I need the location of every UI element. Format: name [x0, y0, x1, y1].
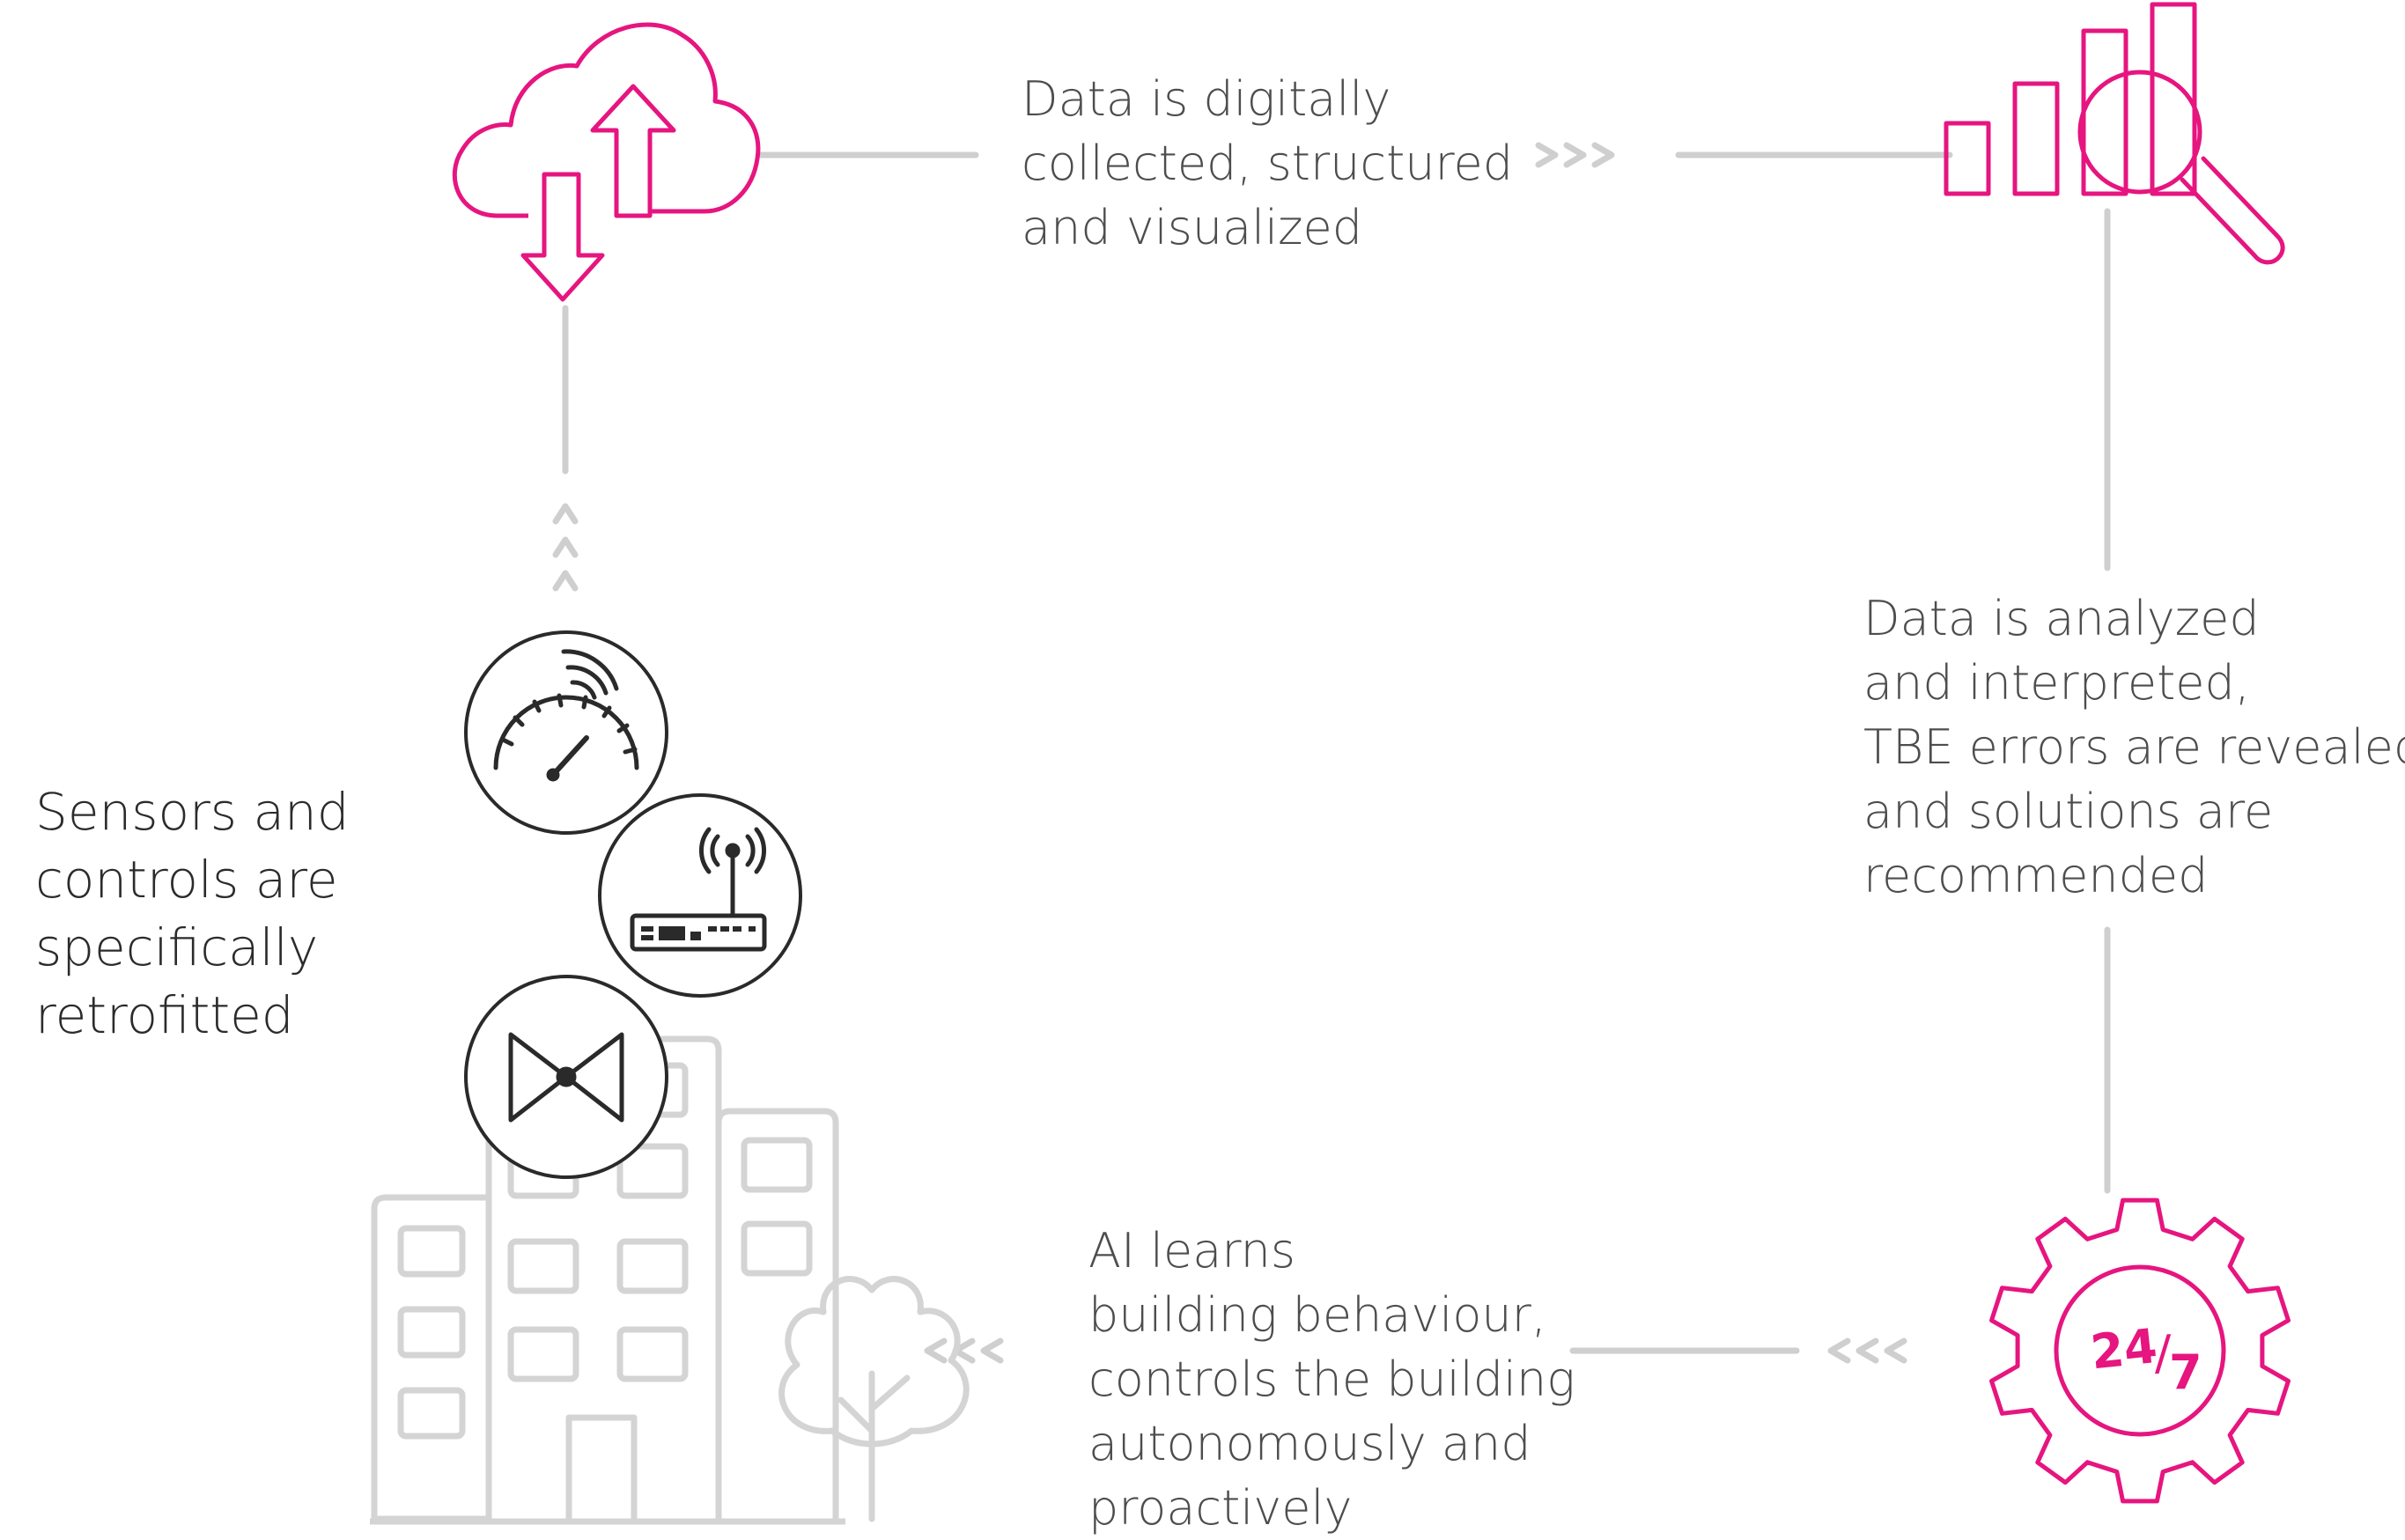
cloud-upload-download-icon	[452, 22, 761, 302]
valve-icon	[508, 1032, 624, 1123]
step-analyze-line: Data is analyzed	[1863, 591, 2260, 646]
step-analyze-line: TBE errors are revealed	[1863, 719, 2405, 775]
step-collect-line: Data is digitally	[1022, 71, 1391, 127]
step-collect-line: and visualized	[1022, 200, 1363, 255]
gear-7-label: 7	[2169, 1345, 2202, 1400]
step-ai-text: AI learns building behaviour, controls t…	[1088, 1219, 1575, 1540]
step-ai-line: autonomously and	[1088, 1416, 1531, 1471]
chevrons-left-building	[924, 1337, 1004, 1364]
sensor-router	[598, 793, 802, 998]
step-sensors-line: specifically	[35, 917, 319, 977]
gauge-wireless-icon	[493, 649, 639, 782]
step-collect-line: collected, structured	[1022, 136, 1513, 191]
step-sensors-text: Sensors and controls are specifically re…	[35, 778, 350, 1050]
chevron-up-icon	[552, 503, 579, 525]
step-ai-line: controls the building	[1088, 1352, 1575, 1407]
step-sensors-line: controls are	[35, 850, 338, 910]
gear-24-label: 24	[2088, 1318, 2159, 1381]
sensor-gauge	[464, 630, 668, 835]
chevrons-left-gear	[1827, 1337, 1907, 1364]
chevrons-right	[1535, 142, 1615, 168]
step-ai-line: building behaviour,	[1088, 1287, 1546, 1343]
gear-slash-label: /	[2155, 1325, 2172, 1381]
gear-24-7-icon: 24 / 7	[1989, 1197, 2291, 1504]
chevron-left-icon	[1827, 1337, 1851, 1364]
step-collect-text: Data is digitally collected, structured …	[1022, 67, 1513, 260]
sensor-valve	[464, 975, 668, 1179]
connector-lines	[562, 151, 2111, 1354]
chevron-right-icon	[1563, 142, 1587, 168]
router-antenna-icon	[630, 827, 767, 952]
step-ai-line: proactively	[1088, 1480, 1353, 1536]
bar-chart-magnifier-icon	[1944, 2, 2285, 265]
step-analyze-text: Data is analyzed and interpreted, TBE er…	[1863, 586, 2405, 908]
chevron-up-icon	[552, 570, 579, 592]
chevron-left-icon	[924, 1337, 948, 1364]
step-analyze-line: and interpreted,	[1863, 655, 2250, 711]
chevron-left-icon	[1884, 1337, 1907, 1364]
chevron-right-icon	[1591, 142, 1615, 168]
step-sensors-line: Sensors and	[35, 782, 350, 842]
chevron-up-icon	[552, 536, 579, 558]
step-analyze-line: and solutions are	[1863, 784, 2274, 839]
step-ai-line: AI learns	[1088, 1223, 1295, 1278]
tree-icon	[778, 1276, 970, 1522]
chevron-right-icon	[1535, 142, 1559, 168]
step-sensors-line: retrofitted	[35, 985, 294, 1045]
chevrons-up	[552, 503, 579, 592]
step-analyze-line: recommended	[1863, 848, 2209, 903]
chevron-left-icon	[980, 1337, 1004, 1364]
chevron-left-icon	[1855, 1337, 1879, 1364]
